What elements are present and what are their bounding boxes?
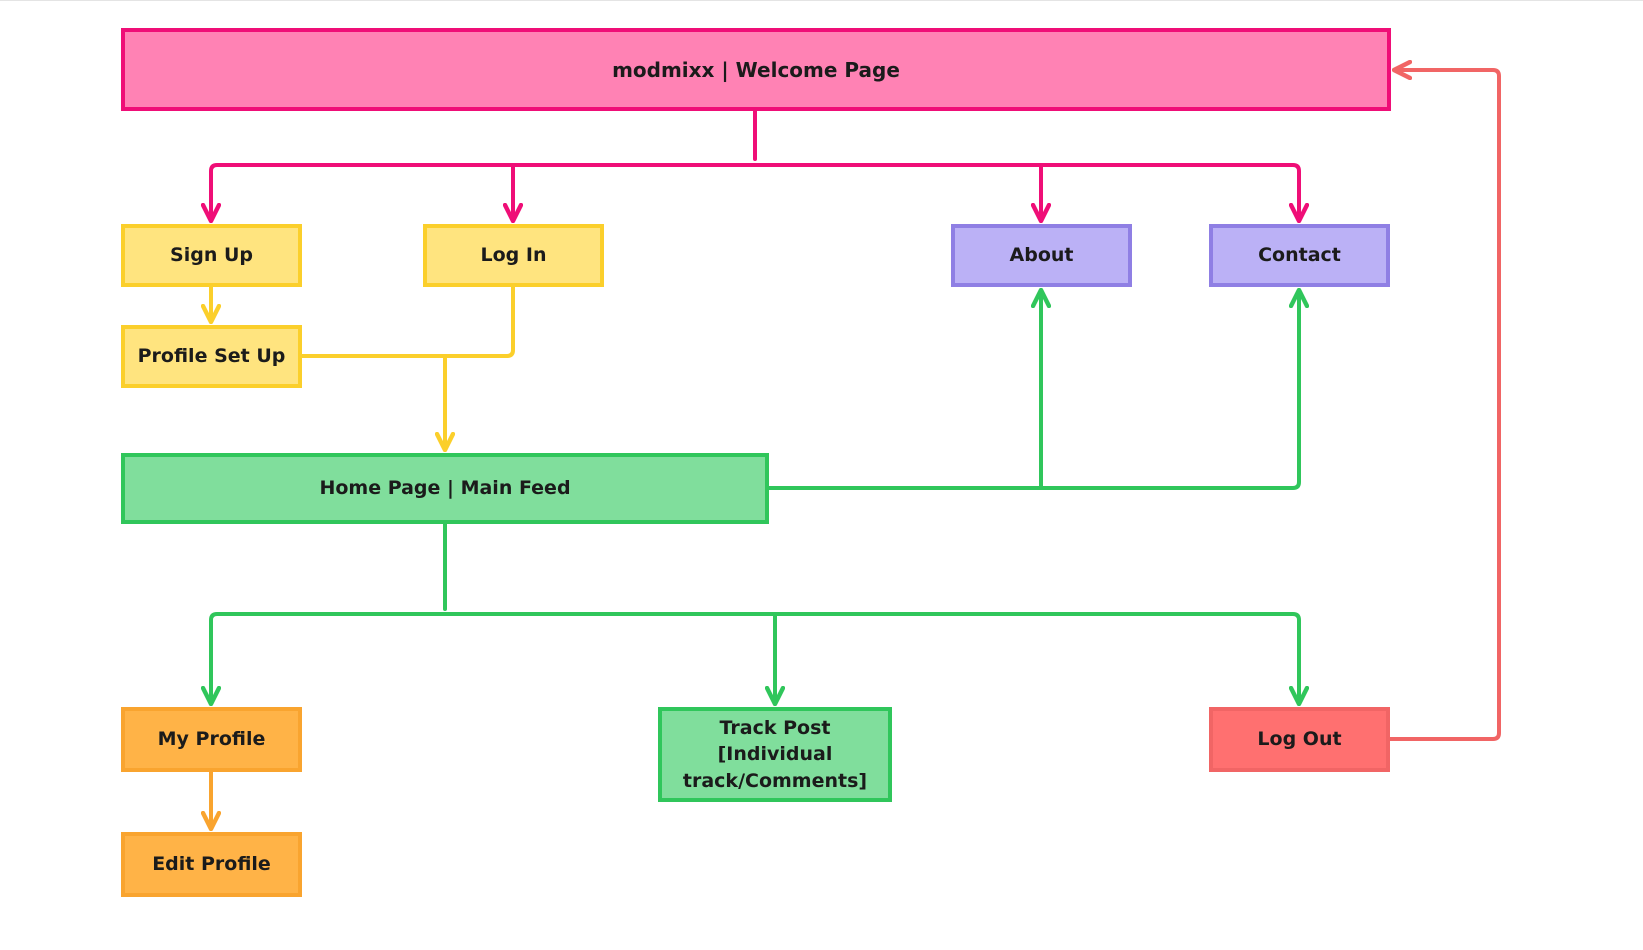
node-edit-profile: Edit Profile	[121, 832, 302, 897]
node-my-profile-label: My Profile	[157, 728, 266, 751]
node-log-in: Log In	[423, 224, 604, 287]
node-contact-label: Contact	[1258, 244, 1341, 267]
node-welcome-page-label: modmixx | Welcome Page	[612, 57, 900, 82]
edge-home-to-track	[443, 612, 775, 702]
node-sign-up-label: Sign Up	[170, 244, 253, 267]
node-track-post: Track Post [Individual track/Comments]	[658, 707, 892, 802]
node-track-post-label: Track Post [Individual track/Comments]	[683, 715, 867, 795]
edge-welcome-to-signup	[211, 163, 757, 219]
node-about: About	[951, 224, 1132, 287]
node-log-out: Log Out	[1209, 707, 1390, 772]
edge-welcome-to-login	[513, 163, 757, 219]
node-profile-set-up-label: Profile Set Up	[137, 345, 286, 368]
edge-welcome-to-contact	[753, 163, 1299, 219]
node-sign-up: Sign Up	[121, 224, 302, 287]
node-log-out-label: Log Out	[1257, 728, 1342, 751]
edge-login-to-home	[443, 285, 515, 358]
node-my-profile: My Profile	[121, 707, 302, 772]
edge-home-to-contact	[1039, 292, 1299, 490]
node-profile-set-up: Profile Set Up	[121, 325, 302, 388]
node-contact: Contact	[1209, 224, 1390, 287]
edge-profile-setup-to-home	[300, 354, 445, 448]
node-edit-profile-label: Edit Profile	[152, 853, 271, 876]
node-log-in-label: Log In	[480, 244, 547, 267]
edge-home-to-logout	[773, 612, 1299, 702]
node-about-label: About	[1009, 244, 1074, 267]
edge-welcome-to-about	[753, 163, 1041, 219]
node-home-page: Home Page | Main Feed	[121, 453, 769, 524]
node-track-post-line: Track Post	[719, 716, 831, 739]
node-track-post-line: [Individual	[717, 743, 833, 766]
node-welcome-page: modmixx | Welcome Page	[121, 28, 1391, 111]
node-track-post-line: track/Comments]	[682, 769, 868, 792]
node-home-page-label: Home Page | Main Feed	[319, 477, 571, 500]
edge-home-to-myprofile	[211, 612, 447, 702]
edge-home-to-about	[767, 292, 1041, 490]
edge-logout-to-welcome	[1388, 70, 1501, 741]
